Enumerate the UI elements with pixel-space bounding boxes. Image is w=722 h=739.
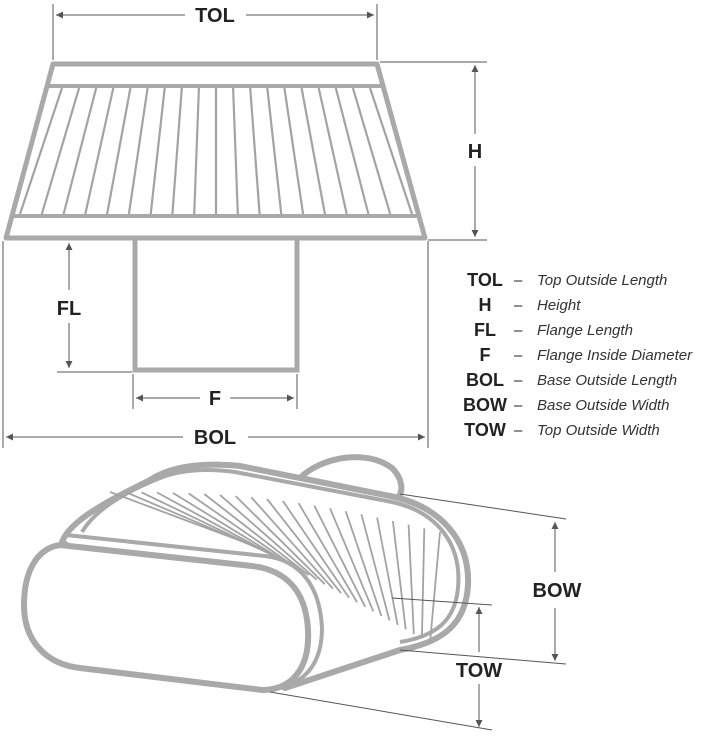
legend-desc: Top Outside Width xyxy=(537,422,660,439)
pleat-line xyxy=(329,507,375,612)
tow-dimension: TOW xyxy=(269,597,502,731)
bol-label: BOL xyxy=(194,427,236,449)
pleat-line xyxy=(40,87,81,215)
side-view: TOL H FL F xyxy=(2,4,487,449)
pleat-line xyxy=(18,87,64,215)
legend-dash: – xyxy=(514,372,523,389)
legend-abbr: TOW xyxy=(464,420,506,440)
bow-dimension: BOW xyxy=(399,493,582,665)
pleat-line xyxy=(235,495,326,585)
base-inner-rim xyxy=(65,533,325,688)
legend-desc: Flange Length xyxy=(537,322,633,339)
rear-flange-outline xyxy=(297,454,405,501)
bol-dimension: BOL xyxy=(2,241,429,449)
legend-abbr: TOL xyxy=(467,270,503,290)
pleat-line xyxy=(317,87,348,215)
pleat-line xyxy=(250,496,334,590)
pleat-line xyxy=(193,87,200,215)
fl-label: FL xyxy=(57,298,81,320)
pleat-line xyxy=(351,87,392,215)
pleat-line xyxy=(156,491,285,563)
legend: TOL – Top Outside Length H – Height FL –… xyxy=(463,270,693,440)
fl-dimension: FL xyxy=(57,243,132,373)
tol-label: TOL xyxy=(195,5,235,27)
pleat-line xyxy=(203,493,310,576)
f-dimension: F xyxy=(132,374,298,410)
pleat-line xyxy=(334,87,370,215)
pleat-line xyxy=(376,517,399,626)
pleat-line xyxy=(282,500,350,599)
base-outer-rim xyxy=(21,542,312,693)
legend-abbr: BOW xyxy=(463,395,507,415)
pleat-line xyxy=(407,524,415,635)
h-label: H xyxy=(468,141,482,163)
flange-outline xyxy=(132,235,300,373)
top-rim-band xyxy=(80,468,461,644)
pleat-line xyxy=(172,492,293,567)
legend-desc: Base Outside Width xyxy=(537,397,669,414)
perspective-view: BOW TOW xyxy=(21,454,582,731)
pleat-line xyxy=(127,87,149,215)
legend-row: TOW – Top Outside Width xyxy=(464,420,660,440)
legend-abbr: H xyxy=(479,295,492,315)
pleat-line xyxy=(313,505,367,608)
f-label: F xyxy=(209,388,221,410)
pleat-line xyxy=(188,492,302,572)
legend-row: FL – Flange Length xyxy=(474,320,633,340)
legend-desc: Height xyxy=(537,297,581,314)
legend-row: BOL – Base Outside Length xyxy=(466,370,677,390)
pleat-line xyxy=(106,87,132,215)
legend-row: F – Flange Inside Diameter xyxy=(480,345,694,365)
legend-dash: – xyxy=(514,347,523,364)
pleat-line xyxy=(249,87,261,215)
pleat-line xyxy=(344,510,383,617)
pleat-line xyxy=(171,87,183,215)
legend-abbr: FL xyxy=(474,320,496,340)
pleat-line xyxy=(421,528,426,639)
perspective-pleats xyxy=(109,491,441,644)
pleat-line xyxy=(300,87,326,215)
legend-abbr: F xyxy=(480,345,491,365)
pleat-line xyxy=(232,87,239,215)
legend-dash: – xyxy=(514,397,523,414)
legend-dash: – xyxy=(514,272,523,289)
legend-row: TOL – Top Outside Length xyxy=(467,270,667,290)
side-pleats xyxy=(18,87,414,215)
tol-dimension: TOL xyxy=(52,4,378,60)
legend-row: H – Height xyxy=(479,295,582,315)
pleat-line xyxy=(368,87,414,215)
pleat-line xyxy=(297,502,358,603)
pleat-line xyxy=(283,87,305,215)
pleat-line xyxy=(219,494,318,581)
legend-dash: – xyxy=(514,322,523,339)
pleat-line xyxy=(429,531,441,644)
legend-desc: Flange Inside Diameter xyxy=(537,347,693,364)
legend-desc: Base Outside Length xyxy=(537,372,677,389)
pleat-line xyxy=(62,87,98,215)
pleat-line xyxy=(392,520,407,630)
pleat-line xyxy=(84,87,115,215)
h-dimension: H xyxy=(380,61,487,241)
pleat-line xyxy=(266,498,342,594)
pleat-line xyxy=(141,491,277,558)
pleat-line xyxy=(360,514,391,621)
legend-abbr: BOL xyxy=(466,370,504,390)
bow-label: BOW xyxy=(533,580,582,602)
legend-dash: – xyxy=(514,297,523,314)
pleat-line xyxy=(149,87,166,215)
legend-desc: Top Outside Length xyxy=(537,272,667,289)
legend-dash: – xyxy=(514,422,523,439)
tow-label: TOW xyxy=(456,660,502,682)
legend-row: BOW – Base Outside Width xyxy=(463,395,669,415)
pleat-line xyxy=(266,87,283,215)
